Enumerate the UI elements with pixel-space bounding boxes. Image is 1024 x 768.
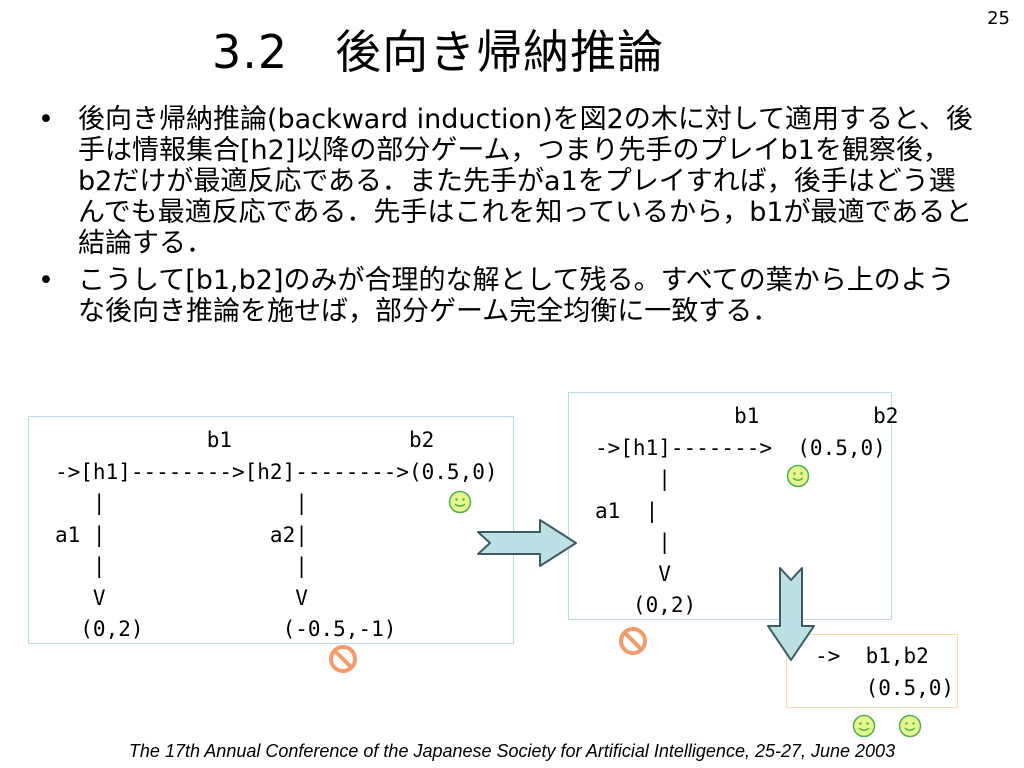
game-tree-reduced-box: b1 b2 ->[h1]-------> (0.5,0) | a1 | | V … [568, 392, 898, 620]
slide-title: 3.2 後向き帰納推論 [212, 25, 665, 79]
slide-number: 25 [987, 8, 1010, 29]
result-box: -> b1,b2 (0.5,0) [786, 634, 958, 708]
game-tree-full-box: b1 b2 ->[h1]-------->[h2]-------->(0.5,0… [28, 416, 514, 644]
bullet-list: • 後向き帰納推論(backward induction)を図2の木に対して適用… [38, 104, 978, 333]
arrow-down-icon [767, 567, 815, 666]
result-text: -> b1,b2 (0.5,0) [815, 644, 955, 700]
game-tree-full: b1 b2 ->[h1]-------->[h2]-------->(0.5,0… [55, 428, 498, 641]
bullet-text: 後向き帰納推論(backward induction)を図2の木に対して適用する… [78, 104, 973, 259]
footer-conference: The 17th Annual Conference of the Japane… [128, 741, 896, 761]
smiley-icon [898, 714, 922, 742]
smiley-icon [448, 490, 472, 518]
bullet-item: • こうして[b1,b2]のみが合理的な解として残る。すべての葉から上のような後… [38, 265, 978, 327]
prohibited-icon [618, 626, 648, 660]
bullet-marker: • [38, 265, 54, 296]
prohibited-icon [328, 644, 358, 678]
game-tree-reduced: b1 b2 ->[h1]-------> (0.5,0) | a1 | | V … [595, 404, 899, 617]
smiley-icon [786, 464, 810, 492]
arrow-right-icon [477, 519, 578, 570]
bullet-item: • 後向き帰納推論(backward induction)を図2の木に対して適用… [38, 104, 978, 259]
smiley-icon [852, 714, 876, 742]
bullet-text: こうして[b1,b2]のみが合理的な解として残る。すべての葉から上のような後向き… [78, 265, 955, 327]
bullet-marker: • [38, 104, 54, 135]
